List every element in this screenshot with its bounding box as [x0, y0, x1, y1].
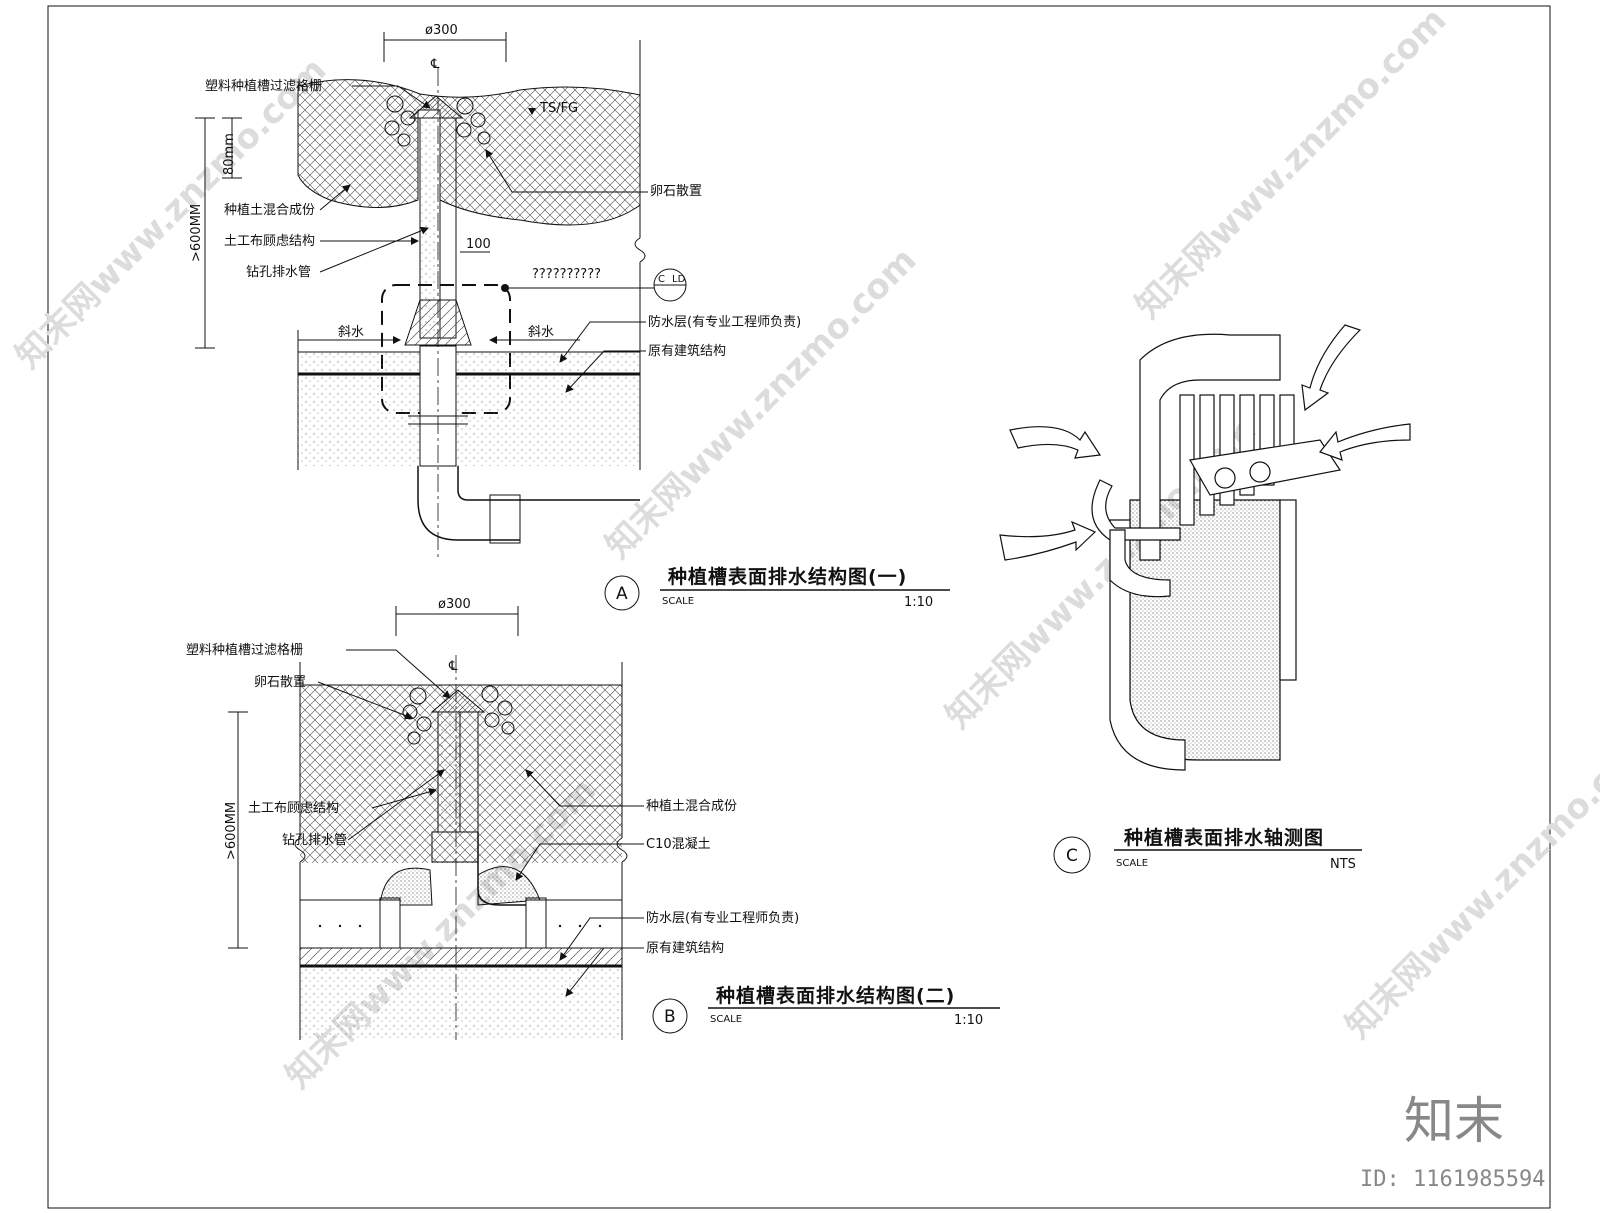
svg-text:1:10: 1:10 — [954, 1013, 983, 1028]
label-pebbles: 卵石散置 — [650, 184, 702, 199]
svg-text:℄: ℄ — [430, 57, 440, 72]
marker-c — [1053, 836, 1091, 874]
svg-text:TS/FG: TS/FG — [539, 101, 578, 116]
label-soil-b: 种植土混合成份 — [646, 799, 737, 814]
label-geotextile: 土工布顾虑结构 — [224, 234, 315, 249]
svg-text:100: 100 — [466, 237, 491, 252]
flow-arrows — [999, 324, 1411, 561]
svg-text:1:10: 1:10 — [904, 595, 933, 610]
svg-text:SCALE: SCALE — [1116, 858, 1148, 869]
svg-text:C: C — [1066, 846, 1078, 866]
soil-mass-b — [300, 685, 622, 863]
label-structure-b: 原有建筑结构 — [646, 940, 724, 956]
label-grille: 塑料种植槽过滤格栅 — [205, 78, 322, 94]
label-drain-pipe-b: 钻孔排水管 — [282, 833, 347, 848]
label-waterproof: 防水层(有专业工程师负责) — [648, 314, 801, 330]
label-pebbles-b: 卵石散置 — [254, 675, 306, 690]
svg-text:知末网www.znzmo.com: 知末网www.znzmo.com — [1128, 0, 1454, 326]
drawing-frame — [47, 5, 1551, 1209]
label-geotextile-b: 土工布顾虑结构 — [248, 801, 339, 816]
svg-text:斜水: 斜水 — [338, 325, 364, 340]
title-a: 种植槽表面排水结构图(一) — [667, 565, 907, 588]
detail-c: C 种植槽表面排水轴测图 SCALE NTS — [999, 324, 1411, 874]
label-soil: 种植土混合成份 — [224, 203, 315, 218]
svg-text:知末网www.znzmo.com: 知末网www.znzmo.com — [1338, 720, 1600, 1046]
marker-a — [604, 575, 640, 611]
svg-text:??????????: ?????????? — [532, 267, 601, 282]
svg-text:C: C — [658, 274, 665, 285]
svg-text:斜水: 斜水 — [528, 325, 554, 340]
label-waterproof-b: 防水层(有专业工程师负责) — [646, 910, 799, 926]
label-drain-pipe: 钻孔排水管 — [246, 265, 311, 280]
svg-text:>600MM: >600MM — [189, 204, 204, 262]
label-structure: 原有建筑结构 — [648, 343, 726, 359]
svg-text:SCALE: SCALE — [710, 1014, 742, 1025]
svg-text:℄: ℄ — [448, 659, 458, 674]
brand-logo: 知末 — [1404, 1092, 1504, 1150]
watermarks: 知末网www.znzmo.com 知末网www.znzmo.com 知末网www… — [8, 0, 1600, 1096]
svg-text:NTS: NTS — [1330, 857, 1356, 872]
svg-text:知末网www.znzmo.com: 知末网www.znzmo.com — [598, 240, 924, 566]
label-concrete-b: C10混凝土 — [646, 836, 711, 852]
soil-mass — [297, 79, 641, 226]
svg-text:B: B — [664, 1007, 676, 1027]
svg-text:SCALE: SCALE — [662, 596, 694, 607]
title-c: 种植槽表面排水轴测图 — [1123, 826, 1324, 849]
label-grille-b: 塑料种植槽过滤格栅 — [186, 642, 303, 658]
marker-b — [652, 998, 688, 1034]
pebbles-b — [402, 685, 515, 745]
svg-text:LD: LD — [672, 274, 686, 285]
detail-a: ℄ ø300 >600MM 80mm 100 TS/FG ?????????? … — [189, 23, 950, 611]
svg-text:>600MM: >600MM — [224, 802, 239, 860]
svg-text:80mm: 80mm — [222, 133, 237, 175]
svg-text:ø300: ø300 — [438, 597, 471, 612]
svg-text:A: A — [616, 584, 628, 604]
brand-id: ID: 1161985594 — [1360, 1167, 1545, 1192]
detail-b: ℄ ø300 >600MM 塑料种植槽过滤格栅 卵石散置 土工布顾虑结构 钻孔排… — [186, 597, 1000, 1040]
svg-text:ø300: ø300 — [425, 23, 458, 38]
title-b: 种植槽表面排水结构图(二) — [715, 984, 955, 1007]
filter-grille-b — [430, 689, 486, 713]
